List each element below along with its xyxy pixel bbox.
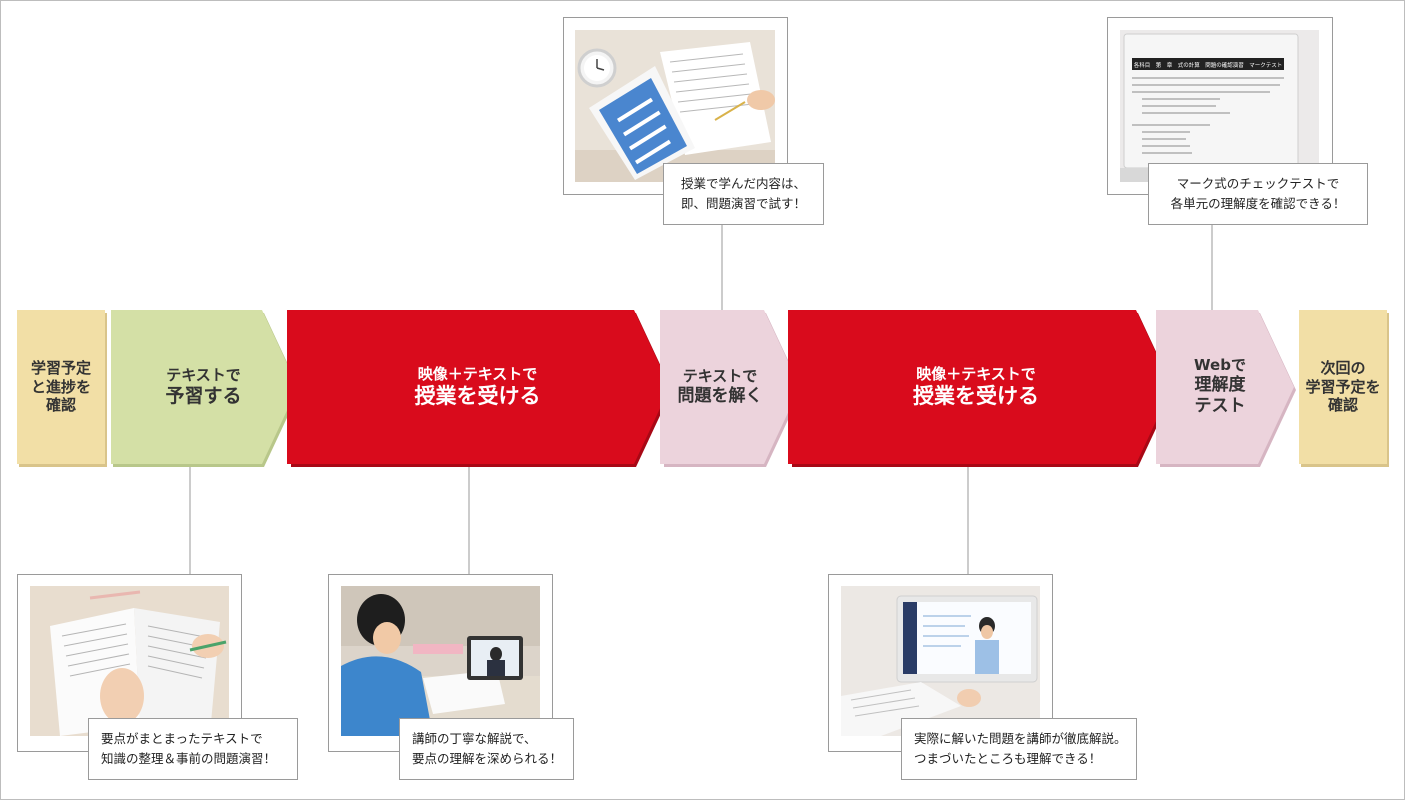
step-shape-lesson-2 bbox=[788, 310, 1172, 464]
step-lesson-2: 映像＋テキストで 授業を受ける bbox=[800, 310, 1152, 464]
step-shape-preview bbox=[111, 310, 298, 464]
photo-web-test: 各科目 第 章 式の計算 問題の確認演習 マークテスト bbox=[1120, 30, 1319, 182]
step-line: テスト bbox=[1194, 396, 1246, 417]
step-preview: テキストで 予習する bbox=[111, 310, 296, 464]
step-line: 問題を解く bbox=[677, 385, 763, 406]
step-line: 予習する bbox=[165, 384, 242, 407]
step-shape-check-start bbox=[17, 310, 105, 464]
caption-line: 授業で学んだ内容は、 bbox=[680, 176, 806, 191]
step-shape-lesson-1 bbox=[287, 310, 670, 464]
photo-lesson-2 bbox=[841, 586, 1040, 736]
step-check-start: 学習予定 と進捗を 確認 bbox=[17, 310, 105, 464]
step-line: Webで bbox=[1194, 356, 1246, 375]
step-lesson-1: 映像＋テキストで 授業を受ける bbox=[300, 310, 655, 464]
caption-line: 即、問題演習で試す！ bbox=[680, 196, 806, 211]
step-line: 映像＋テキストで bbox=[916, 364, 1036, 383]
step-line: 確認 bbox=[45, 396, 76, 415]
photo-preview bbox=[30, 586, 229, 736]
caption-line: 実際に解いた問題を講師が徹底解説。 bbox=[914, 731, 1127, 746]
caption-line: 知識の整理＆事前の問題演習！ bbox=[101, 751, 277, 766]
step-web-test: Webで 理解度 テスト bbox=[1160, 310, 1280, 464]
step-line: 授業を受ける bbox=[913, 384, 1039, 409]
step-line: 次回の bbox=[1320, 358, 1366, 377]
step-check-next: 次回の 学習予定を 確認 bbox=[1299, 310, 1387, 464]
step-shape-web-test bbox=[1156, 310, 1294, 464]
step-line: 学習予定を bbox=[1305, 377, 1381, 396]
step-line: と進捗を bbox=[30, 377, 91, 396]
step-practice: テキストで 問題を解く bbox=[660, 310, 780, 464]
caption-line: マーク式のチェックテストで bbox=[1176, 176, 1340, 191]
caption-preview: 要点がまとまったテキストで 知識の整理＆事前の問題演習！ bbox=[88, 718, 298, 780]
step-line: テキストで bbox=[682, 367, 758, 385]
step-line: 授業を受ける bbox=[414, 384, 541, 409]
step-line: 理解度 bbox=[1194, 375, 1246, 396]
caption-lesson-1: 講師の丁寧な解説で、 要点の理解を深められる！ bbox=[399, 718, 574, 780]
caption-line: つまづいたところも理解できる！ bbox=[914, 751, 1102, 766]
screen-header: 各科目 第 章 式の計算 問題の確認演習 マークテスト bbox=[1134, 61, 1283, 69]
caption-line: 講師の丁寧な解説で、 bbox=[412, 731, 537, 746]
step-line: 映像＋テキストで bbox=[417, 364, 538, 383]
caption-lesson-2: 実際に解いた問題を講師が徹底解説。 つまづいたところも理解できる！ bbox=[901, 718, 1137, 780]
caption-line: 要点の理解を深められる！ bbox=[412, 751, 563, 766]
caption-practice: 授業で学んだ内容は、 即、問題演習で試す！ bbox=[663, 163, 824, 225]
photo-practice bbox=[575, 30, 775, 182]
step-shape-practice bbox=[660, 310, 800, 464]
caption-line: 要点がまとまったテキストで bbox=[101, 731, 263, 746]
step-line: テキストで bbox=[166, 365, 241, 384]
photo-lesson-1 bbox=[341, 586, 540, 736]
step-shape-check-next bbox=[1299, 310, 1387, 464]
caption-web-test: マーク式のチェックテストで 各単元の理解度を確認できる！ bbox=[1148, 163, 1368, 225]
step-line: 確認 bbox=[1327, 396, 1358, 415]
step-line: 学習予定 bbox=[30, 358, 91, 377]
caption-line: 各単元の理解度を確認できる！ bbox=[1170, 196, 1346, 211]
